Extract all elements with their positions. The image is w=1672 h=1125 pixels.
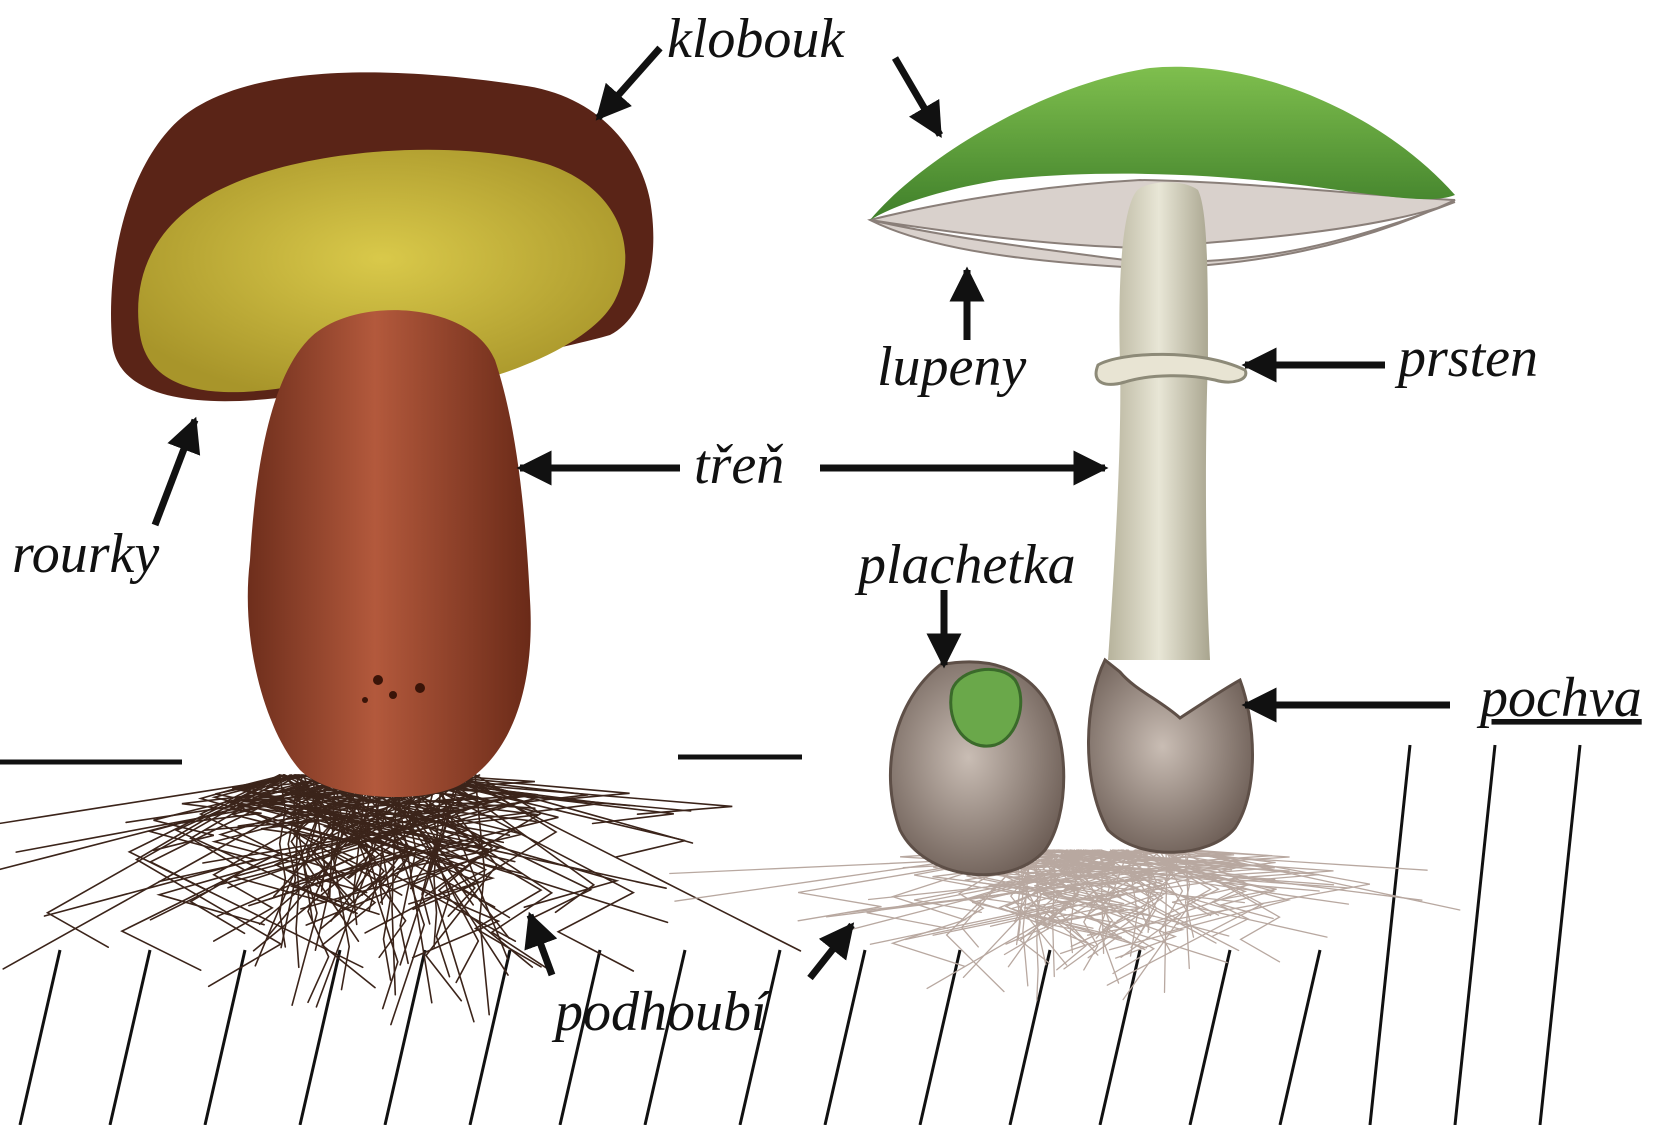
label-prsten: prsten	[1394, 327, 1538, 389]
soil-hatch-line	[1190, 950, 1230, 1125]
label-rourky: rourky	[12, 523, 159, 585]
amanita-stem	[1108, 182, 1210, 660]
soil-hatch-line	[110, 950, 150, 1125]
amanita-mycelium	[670, 850, 1460, 1000]
amanita-young-egg	[890, 662, 1063, 875]
bolete-stem	[248, 310, 531, 797]
label-plachetka: plachetka	[854, 534, 1076, 596]
soil-hatch-line	[1010, 950, 1050, 1125]
label-tren: třeň	[694, 434, 784, 496]
label-lupeny: lupeny	[877, 336, 1026, 398]
soil-hatch-line	[20, 950, 60, 1125]
soil-hatch-line	[825, 950, 865, 1125]
soil-hatch-line	[385, 950, 425, 1125]
soil-hatch-line	[1280, 950, 1320, 1125]
label-podhoubi: podhoubí	[551, 981, 771, 1043]
soil-hatch-line	[1540, 745, 1580, 1125]
mycelium-thread	[3, 775, 350, 969]
soil-hatch-line	[1100, 950, 1140, 1125]
soil-hatch-line	[1455, 745, 1495, 1125]
egg-cap	[951, 669, 1021, 746]
amanita-volva	[1088, 660, 1252, 852]
label-pochva: pochva	[1476, 667, 1642, 729]
soil-hatch-line	[920, 950, 960, 1125]
soil-hatch-line	[1370, 745, 1410, 1125]
soil-hatch-line	[470, 950, 510, 1125]
label-klobouk: klobouk	[667, 8, 845, 70]
